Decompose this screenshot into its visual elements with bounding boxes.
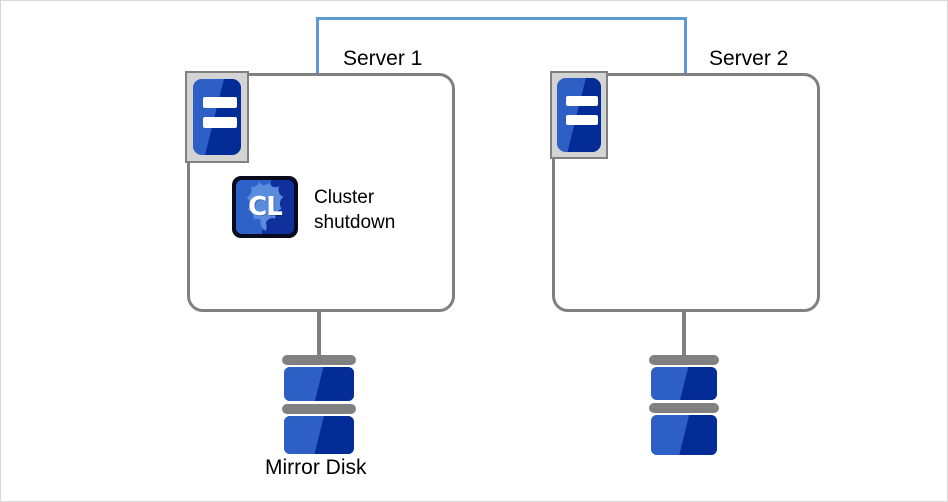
cl-cluster-icon-text: CL (248, 192, 283, 222)
server-machine-icon (550, 71, 608, 159)
server2-label: Server 2 (709, 47, 789, 70)
server-machine-icon-bar-bottom (203, 117, 237, 128)
mirror-disk-label: Mirror Disk (265, 456, 367, 479)
server-machine-icon-bar-bottom (566, 115, 598, 125)
cl-cluster-icon-splash (246, 181, 284, 231)
interconnect-left-segment (316, 17, 319, 74)
mirror-disk-bar-top (282, 355, 356, 365)
cl-cluster-icon-inner: CL (236, 180, 294, 234)
mirror-disk-bar-middle (282, 404, 356, 414)
mirror-disk-block-upper (284, 367, 354, 401)
interconnect-horizontal-segment (316, 17, 687, 20)
mirror-disk-block-lower (651, 415, 717, 455)
cluster-shutdown-caption: Cluster shutdown (314, 187, 396, 233)
server1-label: Server 1 (343, 47, 423, 70)
server-machine-icon-bar-top (566, 96, 598, 106)
server-machine-icon (185, 71, 249, 163)
interconnect-right-segment (684, 17, 687, 74)
mirror-disk-block-upper (651, 367, 717, 400)
mirror-disk-block-lower (284, 416, 354, 454)
mirror-disk-bar-middle (649, 403, 719, 413)
server2-disk-connector (682, 312, 686, 357)
cl-cluster-icon[interactable]: CL (232, 176, 298, 238)
server1-disk-connector (317, 312, 321, 357)
server-machine-icon-bar-top (203, 97, 237, 108)
mirror-disk-bar-top (649, 355, 719, 365)
